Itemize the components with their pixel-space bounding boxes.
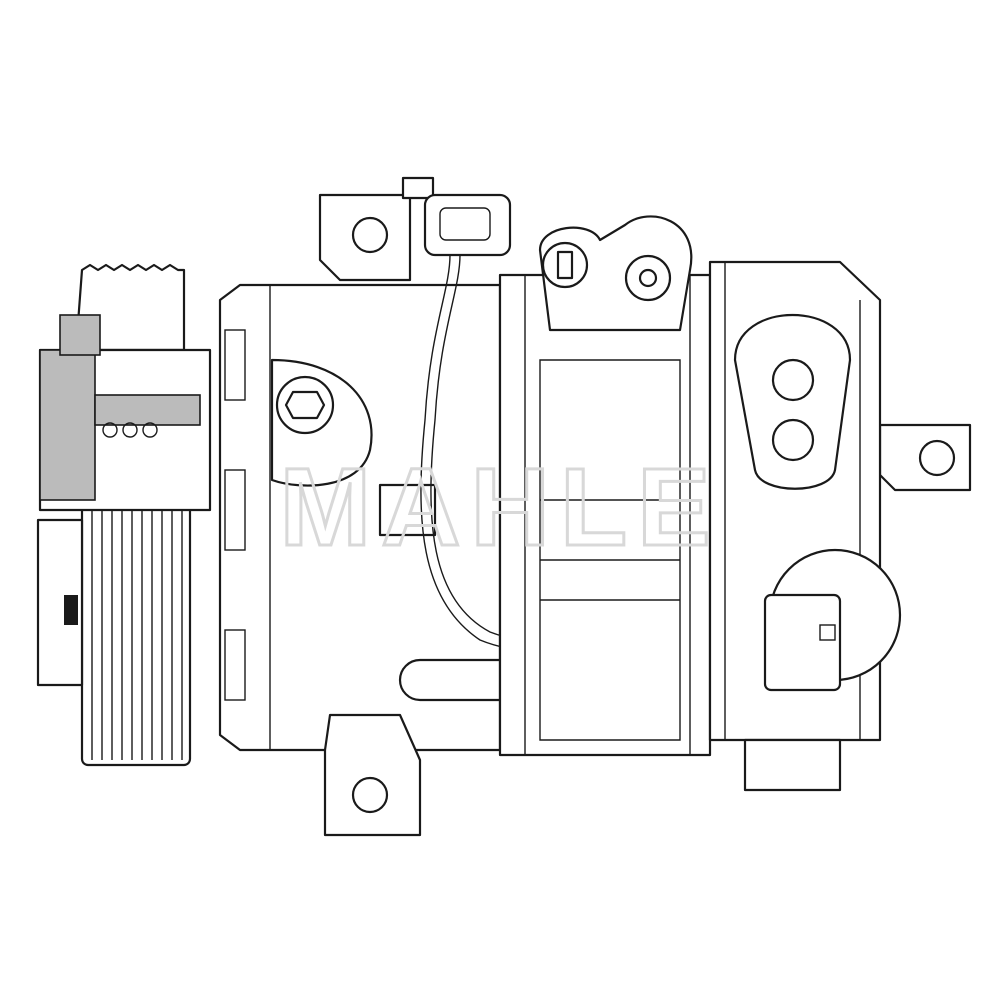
svg-text:MAHLE: MAHLE	[279, 446, 720, 569]
front-housing	[218, 283, 502, 752]
mounting-ears	[318, 193, 972, 837]
rear-housing	[708, 260, 902, 792]
pulley	[36, 263, 212, 767]
cylinder-body	[498, 215, 712, 757]
watermark-logo: MAHLE	[278, 445, 720, 571]
connector	[401, 176, 761, 656]
